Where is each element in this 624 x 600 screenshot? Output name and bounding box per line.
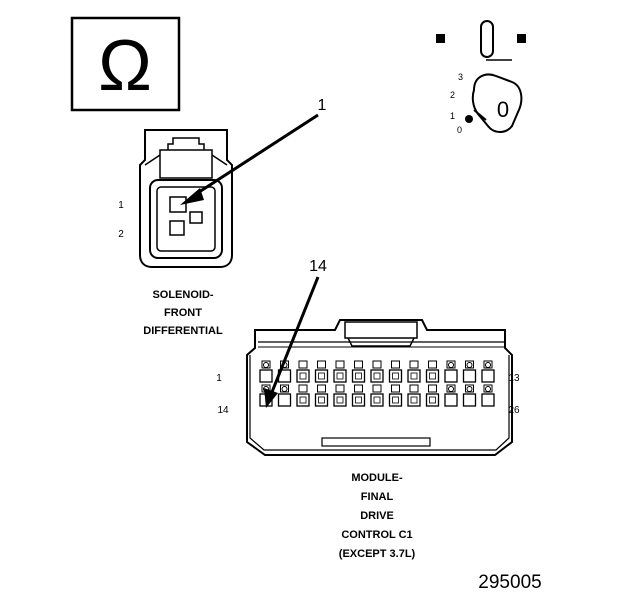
ignition-pos-1: 1 [450, 111, 455, 121]
pin-cavity [296, 384, 310, 407]
module-row1-right-label: 13 [508, 373, 520, 384]
ignition-pos-0: 0 [457, 125, 462, 135]
ohm-meter-icon: Ω [70, 16, 181, 112]
pin-cavity [296, 360, 310, 383]
pin-cavity [444, 384, 458, 407]
pin-cavity [407, 384, 421, 407]
pin-cavity [425, 360, 440, 383]
pin-cavity [351, 384, 366, 407]
figure-number: 295005 [478, 572, 541, 593]
module-title-line-3: DRIVE [360, 510, 394, 522]
module-row2-left-label: 14 [217, 405, 229, 416]
module-pin-grid [259, 360, 495, 407]
pin-cavity [425, 384, 440, 407]
pin-cavity [407, 360, 421, 383]
pin-cavity [462, 384, 477, 407]
pin-cavity [370, 360, 384, 383]
ignition-key-icon: 3 2 1 0 0 [436, 20, 526, 135]
pin-cavity [314, 360, 329, 383]
ohm-glyph: Ω [98, 26, 152, 106]
module-row2-right-label: 26 [508, 405, 520, 416]
callout-14-label: 14 [309, 258, 327, 275]
pin-cavity [351, 360, 366, 383]
solenoid-title-line-1: SOLENOID- [152, 289, 213, 301]
callout-1-arrowhead [180, 188, 204, 205]
module-connector [246, 319, 513, 456]
pin-cavity [370, 384, 384, 407]
pin-cavity [333, 384, 347, 407]
solenoid-title-line-2: FRONT [164, 307, 202, 319]
ignition-pos-3: 3 [458, 72, 463, 82]
ignition-pos-2: 2 [450, 90, 455, 100]
callout-14-arrowhead [264, 388, 278, 408]
pin-cavity [277, 384, 292, 407]
pin-cavity [388, 360, 403, 383]
pin-cavity [259, 360, 273, 383]
pin-cavity [462, 360, 477, 383]
pin-cavity [481, 360, 495, 383]
pin-cavity [481, 384, 495, 407]
solenoid-title-line-3: DIFFERENTIAL [143, 325, 223, 337]
solenoid-connector [139, 129, 233, 268]
pin-cavity [444, 360, 458, 383]
module-title-line-1: MODULE- [351, 472, 403, 484]
pin-cavity [388, 384, 403, 407]
module-title-line-2: FINAL [361, 491, 394, 503]
pin-cavity [314, 384, 329, 407]
module-row1-left-label: 1 [216, 373, 222, 384]
module-title-line-5: (EXCEPT 3.7L) [339, 548, 416, 560]
callout-1-label: 1 [318, 97, 327, 114]
solenoid-pin-1-label: 1 [118, 200, 124, 211]
module-title-line-4: CONTROL C1 [341, 529, 412, 541]
solenoid-pin-2-label: 2 [118, 229, 124, 240]
pin-cavity [333, 360, 347, 383]
ignition-key-digit: 0 [497, 97, 509, 122]
